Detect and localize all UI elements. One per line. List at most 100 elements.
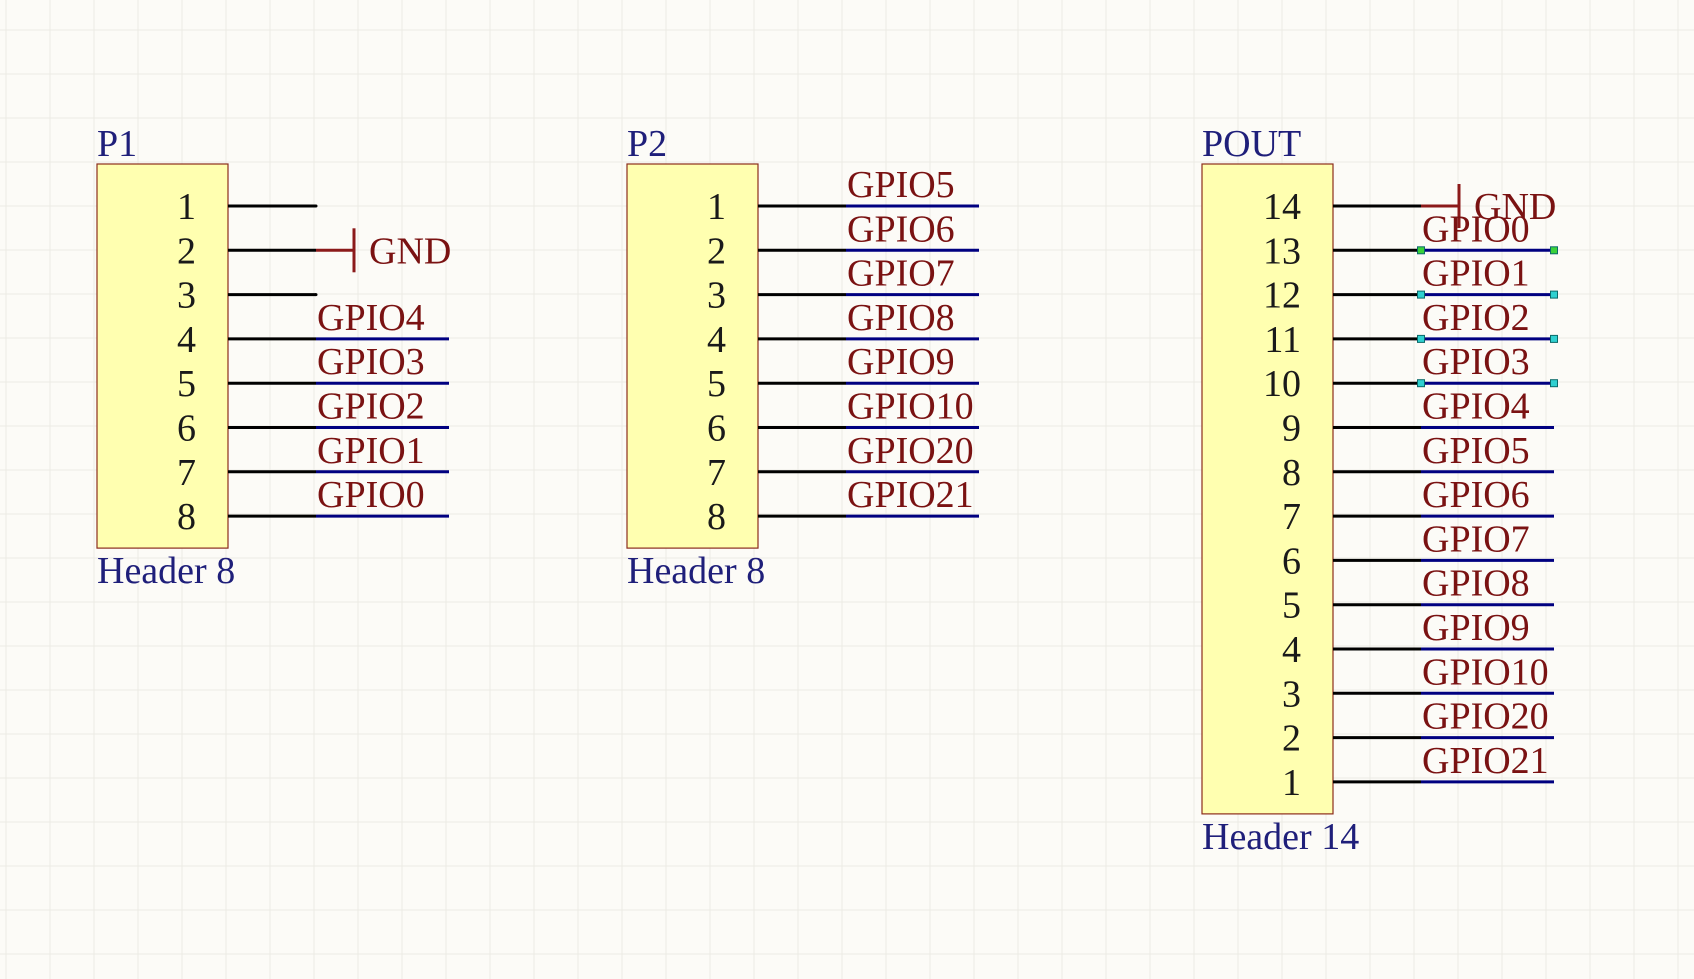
net-gpio20[interactable]: GPIO20 bbox=[846, 430, 979, 474]
net-label[interactable]: GPIO9 bbox=[847, 341, 955, 383]
component-body[interactable] bbox=[1201, 163, 1334, 815]
selection-handle[interactable] bbox=[1417, 246, 1425, 255]
component-body[interactable] bbox=[626, 163, 759, 549]
pin-number: 8 bbox=[707, 496, 726, 538]
pin-number: 8 bbox=[1282, 452, 1301, 494]
net-gpio3[interactable]: GPIO3 bbox=[1417, 341, 1558, 388]
power-port-label: GND bbox=[369, 230, 451, 272]
pin-number: 11 bbox=[1264, 319, 1301, 361]
net-label[interactable]: GPIO1 bbox=[1422, 253, 1530, 295]
net-label[interactable]: GPIO5 bbox=[1422, 430, 1530, 472]
net-gpio21[interactable]: GPIO21 bbox=[846, 474, 979, 518]
net-gpio0[interactable]: GPIO0 bbox=[1417, 208, 1558, 255]
net-gpio7[interactable]: GPIO7 bbox=[846, 253, 979, 297]
net-label[interactable]: GPIO21 bbox=[847, 474, 974, 516]
net-gpio4[interactable]: GPIO4 bbox=[316, 297, 449, 341]
net-label[interactable]: GPIO21 bbox=[1422, 740, 1549, 782]
pin-number: 8 bbox=[177, 496, 196, 538]
net-gpio10[interactable]: GPIO10 bbox=[1421, 651, 1554, 695]
net-gpio0[interactable]: GPIO0 bbox=[316, 474, 449, 518]
pin-number: 2 bbox=[177, 230, 196, 272]
selection-handle[interactable] bbox=[1550, 246, 1558, 255]
net-gpio8[interactable]: GPIO8 bbox=[846, 297, 979, 341]
pin-number: 7 bbox=[177, 452, 196, 494]
net-label[interactable]: GPIO2 bbox=[317, 386, 425, 428]
net-gpio1[interactable]: GPIO1 bbox=[1417, 253, 1558, 299]
pin-number: 9 bbox=[1282, 408, 1301, 450]
net-gpio6[interactable]: GPIO6 bbox=[1421, 474, 1554, 518]
selection-handle[interactable] bbox=[1417, 290, 1425, 299]
pin-number: 6 bbox=[1282, 540, 1301, 582]
net-gpio9[interactable]: GPIO9 bbox=[1421, 607, 1554, 651]
pin-number: 1 bbox=[177, 186, 196, 228]
pin-number: 4 bbox=[177, 319, 196, 361]
pin-number: 5 bbox=[1282, 585, 1301, 627]
pin-number: 1 bbox=[1282, 762, 1301, 804]
net-label[interactable]: GPIO10 bbox=[847, 386, 974, 428]
net-gpio6[interactable]: GPIO6 bbox=[846, 208, 979, 252]
net-gpio8[interactable]: GPIO8 bbox=[1421, 563, 1554, 607]
net-label[interactable]: GPIO6 bbox=[1422, 474, 1530, 516]
pin-number: 13 bbox=[1263, 230, 1301, 272]
net-label[interactable]: GPIO6 bbox=[847, 208, 955, 250]
pin-number: 1 bbox=[707, 186, 726, 228]
pin-number: 2 bbox=[707, 230, 726, 272]
net-gpio5[interactable]: GPIO5 bbox=[1421, 430, 1554, 474]
net-label[interactable]: GPIO8 bbox=[1422, 563, 1530, 605]
net-gpio2[interactable]: GPIO2 bbox=[316, 386, 449, 429]
net-gpio4[interactable]: GPIO4 bbox=[1421, 386, 1554, 429]
pin-number: 4 bbox=[1282, 629, 1301, 671]
power-port-label: GND bbox=[1474, 186, 1556, 228]
component-comment: Header 8 bbox=[627, 550, 765, 592]
pin-number: 5 bbox=[177, 363, 196, 405]
selection-handle[interactable] bbox=[1550, 379, 1558, 388]
component-body[interactable] bbox=[96, 163, 229, 549]
selection-handle[interactable] bbox=[1417, 334, 1425, 343]
gnd-power-port[interactable]: GND bbox=[1421, 184, 1556, 228]
net-label[interactable]: GPIO7 bbox=[847, 253, 955, 295]
net-label[interactable]: GPIO4 bbox=[1422, 386, 1530, 428]
net-label[interactable]: GPIO20 bbox=[847, 430, 974, 472]
gnd-power-port[interactable]: GND bbox=[316, 228, 451, 273]
net-label[interactable]: GPIO8 bbox=[847, 297, 955, 339]
net-label[interactable]: GPIO0 bbox=[1422, 208, 1530, 250]
selection-handle[interactable] bbox=[1550, 334, 1558, 343]
pin-number: 7 bbox=[1282, 496, 1301, 538]
selection-handle[interactable] bbox=[1550, 290, 1558, 299]
net-label[interactable]: GPIO10 bbox=[1422, 651, 1549, 693]
net-gpio9[interactable]: GPIO9 bbox=[846, 341, 979, 385]
net-gpio5[interactable]: GPIO5 bbox=[846, 164, 979, 208]
net-label[interactable]: GPIO7 bbox=[1422, 518, 1530, 560]
pin-number: 4 bbox=[707, 319, 726, 361]
pin-number: 10 bbox=[1263, 363, 1301, 405]
net-gpio10[interactable]: GPIO10 bbox=[846, 386, 979, 429]
pin-number: 14 bbox=[1263, 186, 1301, 228]
pin-number: 12 bbox=[1263, 275, 1301, 317]
net-label[interactable]: GPIO2 bbox=[1422, 297, 1530, 339]
net-label[interactable]: GPIO9 bbox=[1422, 607, 1530, 649]
net-label[interactable]: GPIO1 bbox=[317, 430, 425, 472]
net-label[interactable]: GPIO0 bbox=[317, 474, 425, 516]
net-label[interactable]: GPIO3 bbox=[317, 341, 425, 383]
net-gpio20[interactable]: GPIO20 bbox=[1421, 696, 1554, 740]
pin-number: 6 bbox=[177, 408, 196, 450]
net-gpio21[interactable]: GPIO21 bbox=[1421, 740, 1554, 784]
component-designator: POUT bbox=[1202, 123, 1301, 165]
selection-handle[interactable] bbox=[1417, 379, 1425, 388]
pin-number: 3 bbox=[707, 275, 726, 317]
net-label[interactable]: GPIO3 bbox=[1422, 341, 1530, 383]
net-label[interactable]: GPIO4 bbox=[317, 297, 425, 339]
net-label[interactable]: GPIO20 bbox=[1422, 696, 1549, 738]
net-gpio7[interactable]: GPIO7 bbox=[1421, 518, 1554, 562]
net-gpio3[interactable]: GPIO3 bbox=[316, 341, 449, 385]
net-gpio2[interactable]: GPIO2 bbox=[1417, 297, 1558, 343]
net-gpio1[interactable]: GPIO1 bbox=[316, 430, 449, 474]
component-comment: Header 8 bbox=[97, 550, 235, 592]
net-label[interactable]: GPIO5 bbox=[847, 164, 955, 206]
pin-number: 3 bbox=[1282, 673, 1301, 715]
